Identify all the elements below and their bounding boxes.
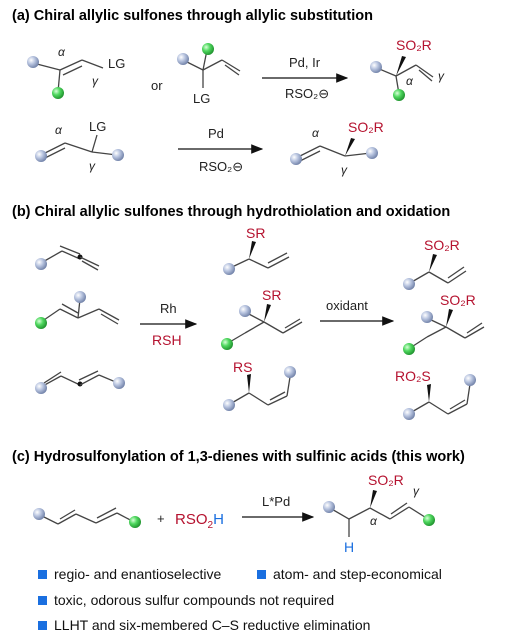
a-substrate-2: LG (177, 43, 241, 106)
substituent-ball (284, 366, 296, 378)
c-substrate-diene (33, 507, 141, 528)
substituent-ball (74, 291, 86, 303)
bullet-square-icon (38, 596, 47, 605)
ro2s-label: RO₂S (395, 368, 431, 384)
so2r-label: SO₂R (424, 237, 460, 253)
alpha-label: α (370, 514, 378, 528)
alpha-label: α (58, 45, 66, 59)
substituent-ball (370, 61, 382, 73)
section-a-title: (a) Chiral allylic sulfones through ally… (12, 8, 373, 24)
substituent-ball (33, 508, 45, 520)
or-text: or (151, 78, 163, 93)
a-product-1: SO₂R α γ (370, 37, 445, 101)
catalyst-pd-ir: Pd, Ir (289, 55, 321, 70)
substituent-ball (35, 258, 47, 270)
substituent-ball (35, 382, 47, 394)
a-substrate-1: α γ LG (27, 45, 125, 99)
c-product: SO₂R α γ H (323, 472, 435, 555)
catalyst-pd: Pd (208, 126, 224, 141)
catalyst-rh: Rh (160, 301, 177, 316)
plus-sign: + (157, 511, 165, 526)
substituent-ball (223, 263, 235, 275)
gamma-label: γ (438, 69, 445, 83)
feature-item: LLHT and six-membered C–S reductive elim… (38, 617, 370, 633)
bullet-square-icon (257, 570, 266, 579)
sr-label: SR (262, 287, 281, 303)
b-sulfone-2: SO₂R (403, 292, 485, 355)
b-substrate-allene-2 (35, 370, 125, 394)
so2r-label: SO₂R (440, 292, 476, 308)
bullet-square-icon (38, 570, 47, 579)
substituent-ball (403, 408, 415, 420)
substituent-ball-green (221, 338, 233, 350)
lg-label: LG (89, 119, 106, 134)
substituent-ball (35, 150, 47, 162)
substituent-ball (403, 278, 415, 290)
substituent-ball (113, 377, 125, 389)
lg-label: LG (108, 56, 125, 71)
rs-label: RS (233, 359, 252, 375)
gamma-label: γ (413, 484, 420, 498)
alpha-label: α (55, 123, 63, 137)
feature-item: atom- and step-economical (257, 566, 442, 582)
section-b-title: (b) Chiral allylic sulfones through hydr… (12, 204, 450, 220)
substituent-ball (421, 311, 433, 323)
b-thioether-1: SR (223, 225, 290, 275)
b-sulfone-3: RO₂S (395, 368, 476, 420)
sr-label: SR (246, 225, 265, 241)
catalyst-lpd: L*Pd (262, 494, 290, 509)
b-substrate-diene (35, 291, 120, 329)
substituent-ball (223, 399, 235, 411)
substituent-ball (177, 53, 189, 65)
b-thioether-3: RS (223, 359, 296, 411)
feature-text: regio- and enantioselective (54, 566, 222, 582)
b-thioether-2: SR (221, 287, 303, 350)
alpha-label: α (312, 126, 320, 140)
sulfinic-acid-h: H (213, 511, 224, 528)
lg-label: LG (193, 91, 210, 106)
so2r-label: SO₂R (348, 119, 384, 135)
feature-text: atom- and step-economical (273, 566, 442, 582)
substituent-ball (112, 149, 124, 161)
oxidant-label: oxidant (326, 298, 368, 313)
h-label: H (344, 539, 354, 555)
substituent-ball (366, 147, 378, 159)
reagent-sulfinate: RSO₂⊖ (199, 159, 243, 174)
gamma-label: γ (92, 74, 99, 88)
sulfinic-acid-sub: 2 (208, 520, 214, 531)
a-substrate-3: α γ LG (35, 119, 124, 173)
so2r-label: SO₂R (396, 37, 432, 53)
substituent-ball-green (393, 89, 405, 101)
bullet-square-icon (38, 621, 47, 630)
substituent-ball (290, 153, 302, 165)
substituent-ball-green (423, 514, 435, 526)
alpha-label: α (406, 74, 414, 88)
substituent-ball-green (202, 43, 214, 55)
feature-item: regio- and enantioselective (38, 566, 221, 582)
feature-text: toxic, odorous sulfur compounds not requ… (54, 592, 335, 608)
b-substrate-allene (35, 245, 100, 271)
substituent-ball (464, 374, 476, 386)
reagent-sulfinate: RSO₂⊖ (285, 86, 329, 101)
substituent-ball-green (403, 343, 415, 355)
feature-text: LLHT and six-membered C–S reductive elim… (54, 617, 371, 633)
substituent-ball-green (35, 317, 47, 329)
gamma-label: γ (89, 159, 96, 173)
substituent-ball (239, 305, 251, 317)
a-product-2: SO₂R α γ (290, 119, 384, 177)
so2r-label: SO₂R (368, 472, 404, 488)
b-sulfone-1: SO₂R (403, 237, 467, 290)
sulfinic-acid: RSO2H (175, 511, 224, 531)
sulfinic-acid-rso: RSO (175, 511, 208, 528)
substituent-ball-green (129, 516, 141, 528)
section-c-title: (c) Hydrosulfonylation of 1,3-dienes wit… (12, 449, 465, 465)
substituent-ball (323, 501, 335, 513)
substituent-ball (27, 56, 39, 68)
reagent-rsh: RSH (152, 332, 182, 348)
gamma-label: γ (341, 163, 348, 177)
feature-item: toxic, odorous sulfur compounds not requ… (38, 592, 334, 608)
substituent-ball-green (52, 87, 64, 99)
